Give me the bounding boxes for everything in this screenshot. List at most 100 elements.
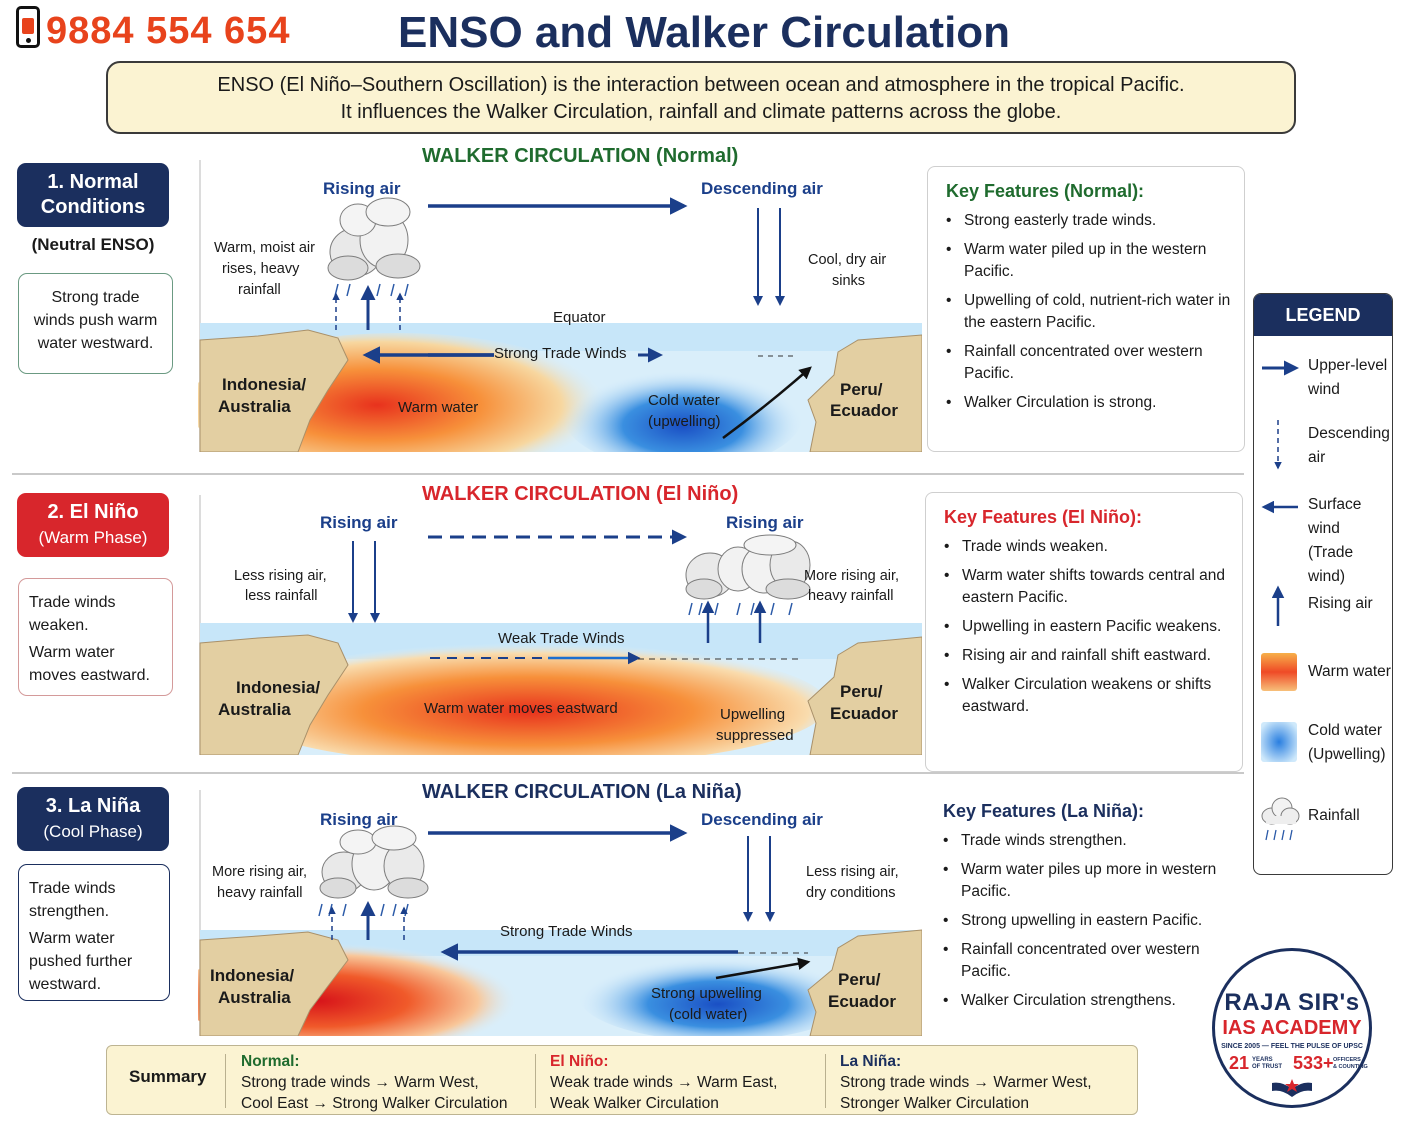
legend-surface-wind: Surface wind (Trade wind) xyxy=(1254,493,1392,585)
rising-air-arrow-icon xyxy=(1271,585,1285,626)
normal-left-text-3: rainfall xyxy=(238,282,281,298)
rain-cloud-icon xyxy=(318,825,429,917)
elnino-feature-item: Trade winds weaken. xyxy=(944,536,1232,558)
logo-years-label: YEARS OF TRUST xyxy=(1252,1057,1282,1071)
normal-cold-water-2: (upwelling) xyxy=(648,413,721,430)
logo-years-label-1: YEARS xyxy=(1252,1057,1273,1063)
logo-officers-label-1: OFFICERS xyxy=(1333,1057,1361,1063)
upwelling-arrow xyxy=(722,366,812,440)
elnino-east-land-2: Ecuador xyxy=(830,704,898,723)
east-landmass xyxy=(807,334,922,452)
west-landmass xyxy=(199,931,349,1036)
elnino-right-text-1: More rising air, xyxy=(804,568,899,584)
lanina-left-text-1: More rising air, xyxy=(212,864,307,880)
normal-cold-water-1: Cold water xyxy=(648,392,720,409)
lanina-feature-item: Strong upwelling in eastern Pacific. xyxy=(943,910,1233,932)
elnino-feature-item: Upwelling in eastern Pacific weakens. xyxy=(944,616,1232,638)
normal-left-text-1: Warm, moist air xyxy=(214,240,315,256)
legend-cold-2: (Upwelling) xyxy=(1308,746,1386,763)
logo-officers-label: OFFICERS & COUNTING xyxy=(1333,1057,1368,1071)
elnino-section-label: 2. El Niño (Warm Phase) xyxy=(17,493,169,557)
logo-years: 21 xyxy=(1229,1053,1250,1073)
rain-cloud-icon xyxy=(685,534,811,616)
normal-equator: Equator xyxy=(553,309,606,326)
normal-feature-item: Strong easterly trade winds. xyxy=(946,210,1234,232)
legend-title: LEGEND xyxy=(1254,294,1392,336)
normal-warm-water: Warm water xyxy=(398,399,478,416)
lanina-features-title: Key Features (La Niña): xyxy=(943,801,1145,821)
lanina-section-label: 3. La Niña (Cool Phase) xyxy=(17,787,169,851)
normal-descending-air: Descending air xyxy=(701,179,823,198)
lanina-key-features: Key Features (La Niña): Trade winds stre… xyxy=(925,787,1243,1037)
summary-label: Summary xyxy=(129,1067,207,1086)
intro-box: ENSO (El Niño–Southern Oscillation) is t… xyxy=(106,61,1296,134)
normal-west-land-2: Australia xyxy=(218,397,291,416)
lanina-note-2: Warm water pushed further westward. xyxy=(29,930,133,993)
phone-icon xyxy=(16,6,40,48)
cold-water-swatch-icon xyxy=(1261,722,1297,762)
elnino-east-land-1: Peru/ xyxy=(840,682,883,701)
lanina-west-land-2: Australia xyxy=(218,988,291,1007)
lanina-rising-air: Rising air xyxy=(320,810,398,829)
rain-cloud-icon xyxy=(1261,797,1300,841)
elnino-upwelling-1: Upwelling xyxy=(720,706,785,723)
elnino-right-text-2: heavy rainfall xyxy=(808,588,893,604)
elnino-left-text-1: Less rising air, xyxy=(234,568,327,584)
logo-officers-label-2: & COUNTING xyxy=(1333,1064,1368,1070)
academy-logo: RAJA SIR's IAS ACADEMY SINCE 2005 — FEEL… xyxy=(1212,948,1372,1108)
warm-water-swatch-icon xyxy=(1261,653,1297,691)
elnino-key-features: Key Features (El Niño): Trade winds weak… xyxy=(925,492,1243,772)
legend-panel: LEGEND Upper-level wind Descending air S… xyxy=(1253,293,1393,875)
lanina-feature-item: Walker Circulation strengthens. xyxy=(943,990,1233,1012)
normal-right-text-1: Cool, dry air xyxy=(808,252,886,268)
legend-upper-wind-2: wind xyxy=(1308,381,1340,398)
lanina-label-line-1: 3. La Niña xyxy=(45,795,141,817)
legend-surface-3: (Trade wind) xyxy=(1308,544,1354,585)
normal-right-text-2: sinks xyxy=(832,273,865,289)
elnino-rising-air-right: Rising air xyxy=(726,513,804,532)
lanina-trade-winds: Strong Trade Winds xyxy=(500,923,633,940)
logo-line-1: RAJA SIR's xyxy=(1224,989,1360,1016)
intro-line-1: ENSO (El Niño–Southern Oscillation) is t… xyxy=(217,74,1185,96)
book-emblem-icon xyxy=(1272,1079,1312,1097)
elnino-panel-title: WALKER CIRCULATION (El Niño) xyxy=(422,483,739,505)
elnino-note: Trade winds weaken. Warm water moves eas… xyxy=(18,578,173,696)
summary-elnino-1: Weak trade winds → Warm East, xyxy=(550,1074,778,1091)
legend-rainfall: Rainfall xyxy=(1254,794,1392,844)
summary-elnino-head: El Niño: xyxy=(550,1053,609,1070)
summary-normal: Normal: Strong trade winds → Warm West, … xyxy=(241,1051,507,1114)
elnino-diagram: Indonesia/ Australia Warm water moves ea… xyxy=(199,495,922,755)
normal-feature-item: Warm water piled up in the western Pacif… xyxy=(946,239,1234,283)
normal-west-land-1: Indonesia/ xyxy=(222,375,306,394)
summary-lanina-2: Stronger Walker Circulation xyxy=(840,1095,1029,1112)
lanina-west-land-1: Indonesia/ xyxy=(210,966,294,985)
summary-divider xyxy=(225,1054,226,1108)
legend-descending-1: Descending xyxy=(1308,425,1390,442)
west-landmass xyxy=(199,329,349,452)
normal-sub-note: (Neutral ENSO) xyxy=(31,235,155,254)
normal-note: Strong trade winds push warm water westw… xyxy=(18,273,173,374)
normal-feature-item: Upwelling of cold, nutrient-rich water i… xyxy=(946,290,1234,334)
normal-east-land-1: Peru/ xyxy=(840,380,883,399)
legend-descending: Descending air xyxy=(1254,420,1392,482)
elnino-feature-item: Walker Circulation weakens or shifts eas… xyxy=(944,674,1232,718)
normal-label-line-2: Conditions xyxy=(40,196,146,218)
upwelling-arrow xyxy=(715,957,811,980)
normal-rising-air: Rising air xyxy=(323,179,401,198)
warm-pool xyxy=(228,643,828,755)
rain-cloud-icon xyxy=(327,197,421,297)
elnino-left-text-2: less rainfall xyxy=(245,588,318,604)
elnino-feature-item: Rising air and rainfall shift eastward. xyxy=(944,645,1232,667)
legend-warm-text: Warm water xyxy=(1308,663,1391,680)
lanina-right-text-2: dry conditions xyxy=(806,885,895,901)
normal-section-label: 1. Normal Conditions xyxy=(17,163,169,227)
elnino-trade-winds: Weak Trade Winds xyxy=(498,630,624,647)
legend-upper-wind-1: Upper-level xyxy=(1308,357,1388,374)
legend-rising: Rising air xyxy=(1254,582,1392,632)
lanina-note: Trade winds strengthen. Warm water pushe… xyxy=(18,864,170,1001)
elnino-label-line-1: 2. El Niño xyxy=(47,501,139,523)
summary-divider xyxy=(825,1054,826,1108)
elnino-rising-air-left: Rising air xyxy=(320,513,398,532)
elnino-note-2: Warm water moves eastward. xyxy=(29,644,150,684)
legend-warm: Warm water xyxy=(1254,652,1392,696)
